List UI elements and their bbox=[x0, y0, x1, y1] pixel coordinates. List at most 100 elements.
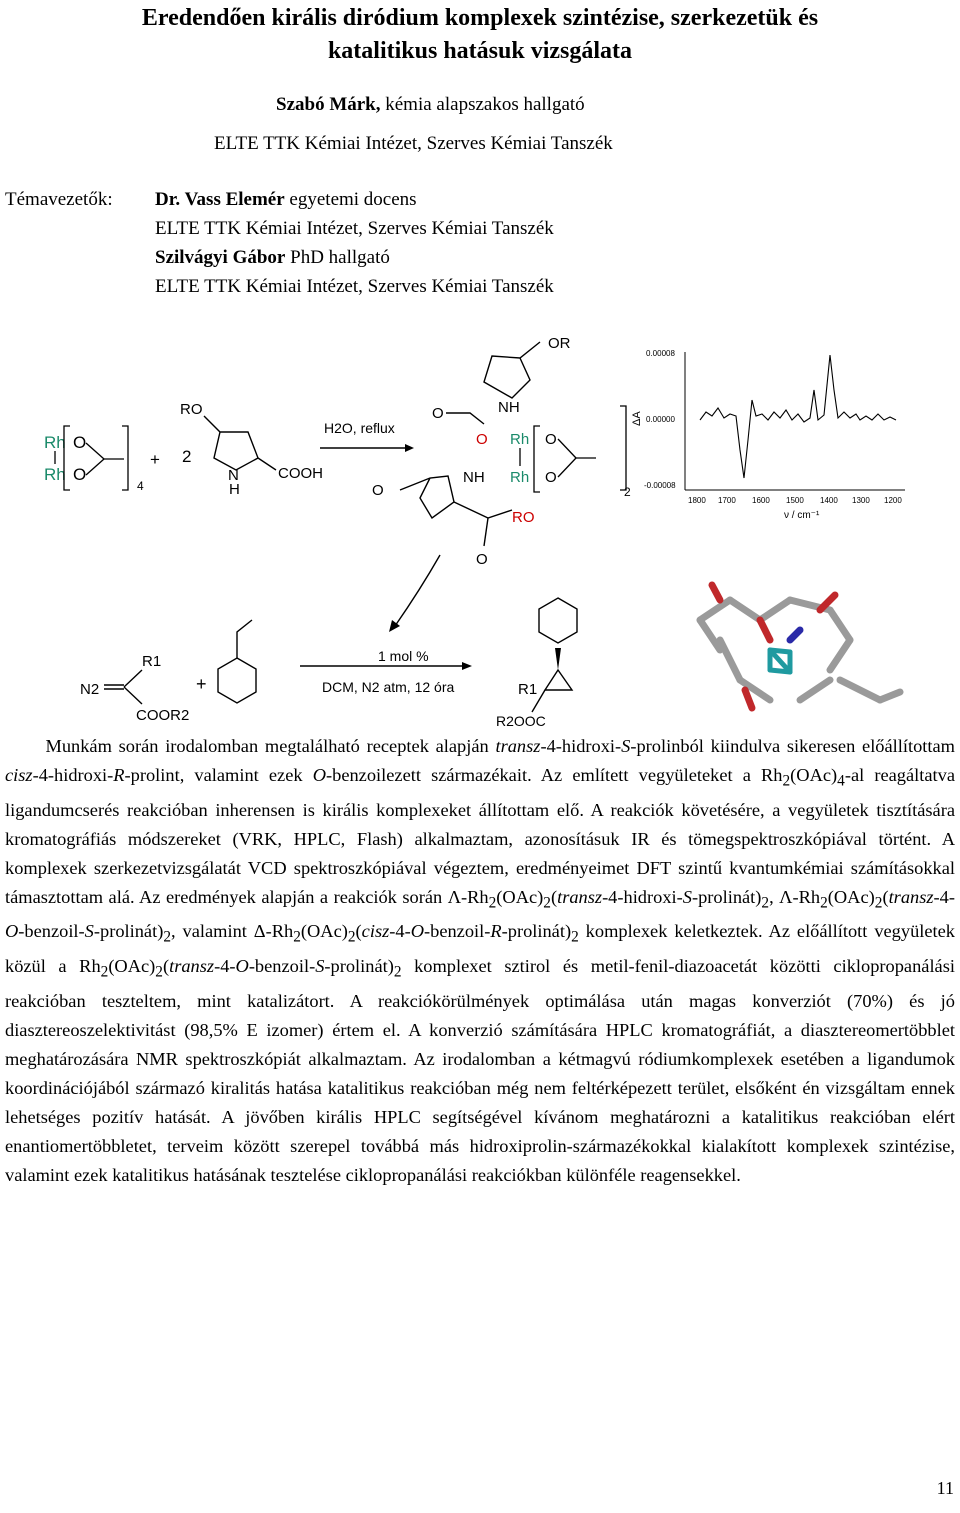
abstract-text: -benzoil- bbox=[18, 921, 85, 942]
abstract-text: 2 bbox=[874, 894, 883, 912]
abstract-text: 2 bbox=[782, 772, 791, 790]
abstract-text: -benzoilezett származékait. Az említett … bbox=[326, 765, 783, 785]
mol-label: O bbox=[432, 405, 444, 422]
spectrum-x-tick: 1600 bbox=[752, 496, 770, 505]
supervisor-1-affiliation: ELTE TTK Kémiai Intézet, Szerves Kémiai … bbox=[155, 218, 554, 239]
reaction-scheme-figure: Rh O Rh O 4 + 2 RO N H COOH H2O, reflux … bbox=[44, 335, 905, 729]
mol-label: + bbox=[196, 674, 207, 694]
mol-label: Rh bbox=[44, 465, 66, 484]
mol-label: R2OOC bbox=[496, 713, 546, 729]
reaction-conditions-1: H2O, reflux bbox=[324, 420, 395, 436]
abstract-text: 2 bbox=[820, 894, 828, 912]
abstract-text: S bbox=[682, 886, 692, 907]
title-line-2: katalitikus hatásuk vizsgálata bbox=[327, 38, 633, 64]
abstract-text: transz bbox=[169, 956, 215, 977]
abstract-text: O bbox=[235, 956, 249, 977]
abstract-text: cisz bbox=[5, 765, 33, 785]
dft-molecular-model bbox=[696, 581, 904, 712]
spectrum-y-tick: 0.00000 bbox=[646, 415, 675, 424]
abstract-text: 2 bbox=[393, 963, 402, 981]
abstract-text: R bbox=[490, 921, 502, 942]
mol-label: 2 bbox=[624, 485, 631, 499]
abstract-text: O bbox=[410, 921, 424, 942]
author-line: Szabó Márk, kémia alapszakos hallgató bbox=[276, 94, 585, 116]
abstract-text: -al reagáltatva ligandumcserés reakcióba… bbox=[5, 765, 956, 907]
abstract-text: 2 bbox=[163, 929, 171, 947]
abstract-text: ( bbox=[550, 886, 558, 907]
reaction-conditions-2: DCM, N2 atm, 12 óra bbox=[322, 679, 454, 695]
abstract-text: 2 bbox=[543, 894, 551, 912]
abstract-text: komplexet sztirol és metil-fenil-diazoac… bbox=[5, 956, 955, 1185]
reaction-catalyst: 1 mol % bbox=[378, 648, 429, 664]
spectrum-x-tick: 1500 bbox=[786, 496, 804, 505]
supervisors-label: Témavezetők: bbox=[5, 189, 113, 210]
abstract-text: komplexek keletkeztek. Az előállított ve… bbox=[5, 921, 956, 977]
mol-label: NH bbox=[498, 399, 520, 416]
mol-label: Rh bbox=[510, 469, 529, 486]
abstract-text: -benzoil- bbox=[248, 956, 316, 977]
abstract-text: 2 bbox=[488, 894, 497, 912]
vcd-spectrum-plot: 0.00008 0.00000 -0.00008 ΔA 1800 1700 16… bbox=[631, 349, 905, 521]
mol-label: RO bbox=[512, 509, 535, 526]
abstract-text: (OAc) bbox=[300, 921, 348, 942]
abstract-text: -prolinát) bbox=[324, 956, 394, 977]
spectrum-x-label: ν / cm⁻¹ bbox=[784, 510, 820, 521]
mol-label: RO bbox=[180, 401, 203, 418]
spectrum-y-tick: -0.00008 bbox=[644, 481, 676, 490]
supervisor-2-name: Szilvágyi Gábor bbox=[155, 247, 286, 268]
abstract-text: Munkám során irodalomban megtalálható re… bbox=[45, 736, 496, 756]
abstract-text: -4-hidroxi- bbox=[602, 886, 683, 907]
mol-label: R1 bbox=[518, 681, 537, 698]
spectrum-y-tick: 0.00008 bbox=[646, 349, 675, 358]
abstract-text: 4 bbox=[837, 772, 845, 790]
mol-label: 4 bbox=[137, 479, 144, 493]
abstract-text: cisz bbox=[361, 921, 390, 942]
supervisor-1: Dr. Vass Elemér egyetemi docens bbox=[155, 189, 417, 211]
abstract-text: 2 bbox=[155, 963, 163, 981]
abstract-text: , Λ-Rh bbox=[769, 886, 821, 907]
supervisor-2: Szilvágyi Gábor PhD hallgató bbox=[155, 247, 390, 269]
abstract-text: -4-hidroxi- bbox=[540, 736, 622, 756]
page-number: 11 bbox=[936, 1478, 954, 1498]
abstract-text: transz bbox=[888, 886, 934, 907]
mol-label: COOR2 bbox=[136, 707, 189, 724]
hydroxyproline-structure: RO N H COOH bbox=[180, 401, 323, 498]
abstract-text: (OAc) bbox=[108, 956, 156, 977]
abstract-text: S bbox=[84, 921, 94, 942]
abstract-text: 2 bbox=[293, 929, 301, 947]
abstract-text: O bbox=[312, 765, 326, 785]
abstract-text: -4- bbox=[214, 956, 236, 977]
title-line-1: Eredendően királis diródium komplexek sz… bbox=[141, 5, 819, 31]
spectrum-x-tick: 1400 bbox=[820, 496, 838, 505]
abstract-text: (OAc) bbox=[827, 886, 875, 907]
abstract-text: -prolint, valamint ezek bbox=[124, 765, 313, 785]
abstract-text: (OAc) bbox=[496, 886, 544, 907]
abstract-text: transz bbox=[495, 736, 541, 756]
abstract-text: 2 bbox=[761, 894, 770, 912]
abstract-text: -prolinból kiindulva sikeresen előállíto… bbox=[630, 736, 955, 756]
abstract-text: O bbox=[5, 921, 19, 942]
author-role: kémia alapszakos hallgató bbox=[380, 94, 585, 115]
mol-label: + bbox=[150, 450, 160, 469]
mol-label: O bbox=[545, 469, 557, 486]
abstract-text: -4- bbox=[933, 886, 955, 907]
mol-label: O bbox=[476, 431, 488, 448]
mol-label: O bbox=[372, 482, 384, 499]
abstract-body: Munkám során irodalomban megtalálható re… bbox=[5, 732, 955, 1190]
spectrum-x-tick: 1300 bbox=[852, 496, 870, 505]
abstract-text: , valamint Δ-Rh bbox=[171, 921, 294, 942]
spectrum-y-label: ΔA bbox=[631, 411, 643, 426]
abstract-text: 2 bbox=[100, 963, 109, 981]
mol-label: 2 bbox=[182, 447, 191, 466]
mol-label: Rh bbox=[510, 431, 529, 448]
abstract-text: -4-hidroxi- bbox=[32, 765, 114, 785]
mol-label: COOH bbox=[278, 465, 323, 482]
abstract-text: 2 bbox=[571, 929, 579, 947]
spectrum-x-tick: 1200 bbox=[884, 496, 902, 505]
cyclopropanation-reaction: N2 R1 COOR2 + 1 mol % DCM, N2 atm, 12 ór… bbox=[80, 597, 578, 729]
supervisor-2-affiliation: ELTE TTK Kémiai Intézet, Szerves Kémiai … bbox=[155, 276, 554, 297]
supervisor-1-role: egyetemi docens bbox=[284, 189, 417, 210]
supervisor-1-name: Dr. Vass Elemér bbox=[155, 189, 285, 210]
mol-label: N2 bbox=[80, 681, 99, 698]
supervisor-2-role: PhD hallgató bbox=[285, 247, 390, 268]
